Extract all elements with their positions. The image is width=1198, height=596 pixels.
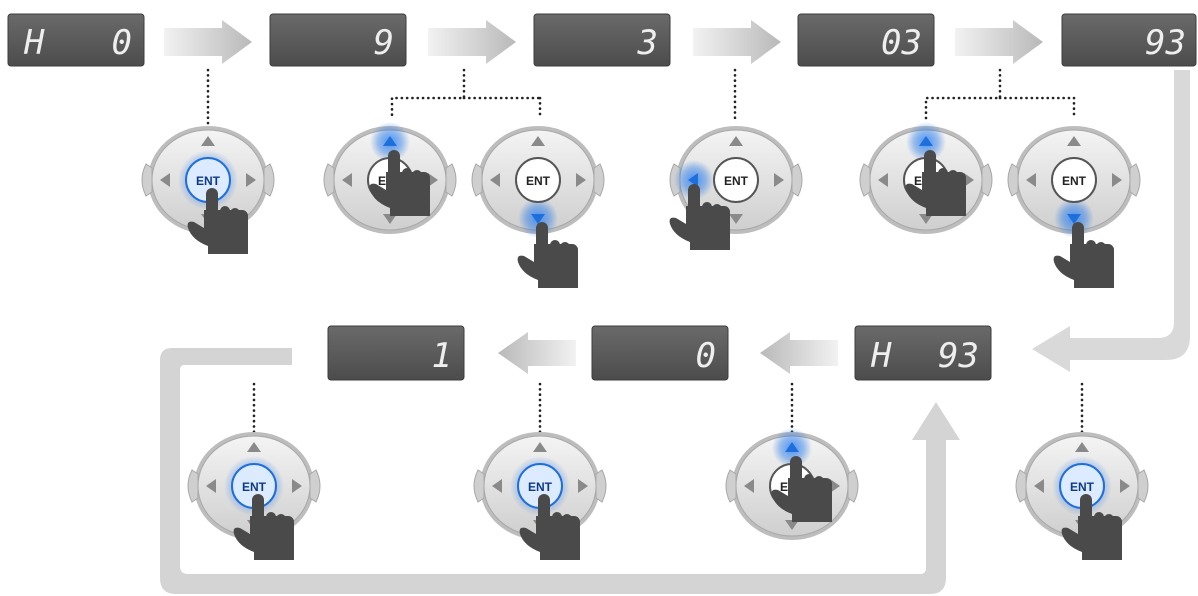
display-value: 9: [374, 23, 394, 63]
down-arrow-key-icon[interactable]: [785, 520, 799, 530]
ent-label: ENT: [196, 174, 221, 188]
right-arrow-icon: [164, 20, 252, 64]
hand-pointer-icon: [187, 188, 248, 254]
keypad: ENT: [473, 432, 607, 560]
right-arrow-key-icon[interactable]: [246, 173, 256, 187]
ent-button[interactable]: [1051, 157, 1097, 203]
right-arrow-key-icon[interactable]: [576, 173, 586, 187]
display-value: 93: [938, 336, 979, 376]
keypads: ENT ENT ENT ENT ENT ENT ENT ENT ENT ENT: [141, 122, 1149, 560]
keypad: ENT: [1007, 126, 1141, 288]
up-arrow-key-icon[interactable]: [729, 136, 743, 146]
keypad: ENT: [187, 432, 321, 560]
keypad: ENT: [859, 122, 993, 234]
ent-button[interactable]: [515, 157, 561, 203]
up-arrow-key-icon[interactable]: [201, 136, 215, 146]
keypad: ENT: [323, 122, 457, 234]
left-arrow-key-icon[interactable]: [342, 173, 352, 187]
hand-pointer-icon: [519, 494, 580, 560]
hand-pointer-icon: [1053, 222, 1114, 288]
left-arrow-key-icon[interactable]: [206, 479, 216, 493]
display-left-digit: H: [23, 23, 45, 63]
up-arrow-key-icon[interactable]: [531, 136, 545, 146]
up-arrow-key-icon[interactable]: [785, 442, 799, 452]
right-arrow-key-icon[interactable]: [428, 173, 438, 187]
display-value: 1: [432, 336, 452, 376]
display-panel: 0: [591, 325, 729, 381]
left-arrow-key-icon[interactable]: [160, 173, 170, 187]
left-arrow-key-icon[interactable]: [1034, 479, 1044, 493]
right-arrow-icon: [428, 20, 516, 64]
down-arrow-key-icon[interactable]: [729, 214, 743, 224]
display-panel: 9: [269, 13, 407, 67]
left-arrow-key-icon[interactable]: [688, 173, 698, 187]
right-arrow-key-icon[interactable]: [964, 173, 974, 187]
display-value: 93: [1145, 23, 1186, 63]
down-arrow-key-icon[interactable]: [919, 214, 933, 224]
display-panel: H 93: [854, 325, 992, 381]
ent-label: ENT: [528, 480, 553, 494]
down-arrow-key-icon[interactable]: [1067, 214, 1081, 224]
keypad: ENT: [1015, 432, 1149, 560]
right-arrow-key-icon[interactable]: [830, 479, 840, 493]
display-value: 03: [881, 23, 922, 63]
right-arrow-icon: [693, 20, 781, 64]
ent-label: ENT: [526, 174, 551, 188]
up-arrow-key-icon[interactable]: [919, 136, 933, 146]
hand-pointer-icon: [669, 184, 730, 250]
up-arrow-key-icon[interactable]: [247, 442, 261, 452]
display-value: 0: [112, 23, 132, 63]
left-arrow-key-icon[interactable]: [492, 479, 502, 493]
connectors: [206, 68, 1084, 434]
left-arrow-key-icon[interactable]: [878, 173, 888, 187]
hand-pointer-icon: [771, 456, 832, 522]
display-value: 3: [637, 23, 658, 63]
ent-label: ENT: [242, 480, 267, 494]
keypad: ENT: [471, 126, 605, 288]
up-arrow-key-icon[interactable]: [1067, 136, 1081, 146]
right-arrow-key-icon[interactable]: [774, 173, 784, 187]
display-panel: H 0: [7, 13, 145, 67]
hand-pointer-icon: [1061, 494, 1122, 560]
right-arrow-icon: [955, 20, 1043, 64]
display-panel: 93: [1061, 13, 1197, 67]
keypad: ENT: [725, 428, 859, 540]
return-arrow-right-icon: [1032, 70, 1190, 372]
hand-pointer-icon: [905, 150, 966, 216]
right-arrow-key-icon[interactable]: [1112, 173, 1122, 187]
display-left-digit: H: [870, 336, 892, 376]
up-arrow-key-icon[interactable]: [1075, 442, 1089, 452]
left-arrow-key-icon[interactable]: [744, 479, 754, 493]
keypad: ENT: [141, 126, 275, 254]
ent-label: ENT: [1070, 480, 1095, 494]
right-arrow-key-icon[interactable]: [578, 479, 588, 493]
hand-pointer-icon: [517, 222, 578, 288]
display-panel: 03: [797, 13, 935, 67]
keypad: ENT: [669, 126, 803, 250]
left-arrow-icon: [498, 332, 576, 374]
ent-label: ENT: [724, 174, 749, 188]
left-arrow-key-icon[interactable]: [490, 173, 500, 187]
hand-pointer-icon: [369, 150, 430, 216]
display-panel: 3: [533, 13, 671, 67]
right-arrow-key-icon[interactable]: [292, 479, 302, 493]
left-arrow-key-icon[interactable]: [1026, 173, 1036, 187]
down-arrow-key-icon[interactable]: [531, 214, 545, 224]
flow-arrows-top: [164, 20, 1043, 64]
flow-arrows-bottom: [498, 332, 838, 374]
ent-label: ENT: [1062, 174, 1087, 188]
display-value: 0: [696, 336, 716, 376]
display-panel: 1: [327, 325, 465, 381]
right-arrow-key-icon[interactable]: [1120, 479, 1130, 493]
down-arrow-key-icon[interactable]: [383, 214, 397, 224]
left-arrow-icon: [760, 332, 838, 374]
up-arrow-key-icon[interactable]: [383, 136, 397, 146]
hand-pointer-icon: [233, 494, 294, 560]
up-arrow-key-icon[interactable]: [533, 442, 547, 452]
ent-button[interactable]: [713, 157, 759, 203]
